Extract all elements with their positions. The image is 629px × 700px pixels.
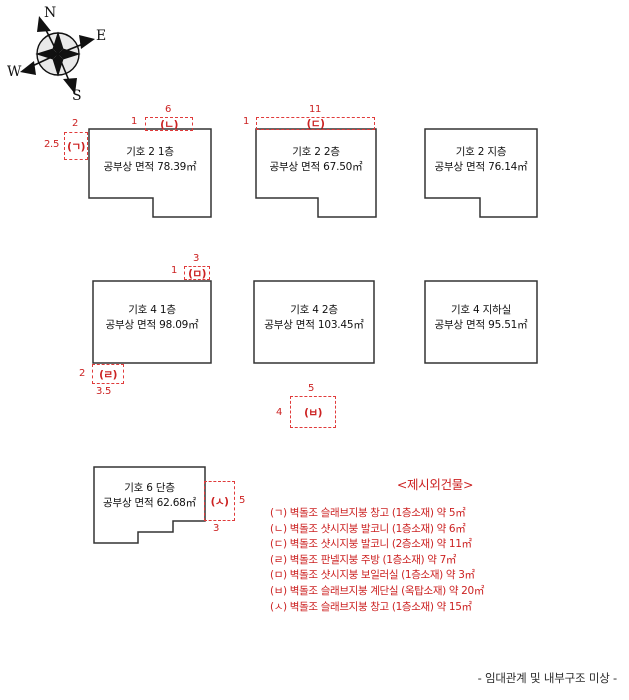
- annex-m-dim-left: 1: [171, 265, 178, 276]
- building-area: 공부상 면적 76.14㎡: [434, 161, 528, 173]
- annex-mark: (ㅅ): [210, 495, 229, 508]
- annex-d-dim-top: 11: [309, 104, 322, 115]
- compass-south-label: S: [72, 88, 82, 104]
- building-title: 기호 2 2층: [292, 146, 340, 158]
- annex-r-dim-left: 2: [79, 368, 86, 379]
- building-shape-4-1f: 기호 4 1층 공부상 면적 98.09㎡: [92, 280, 212, 364]
- legend-item: (ㅂ) 벽돌조 슬래브지붕 계단실 (옥탑소재) 약 20㎡: [270, 584, 484, 597]
- annex-box-n: (ㄴ): [145, 117, 193, 131]
- annex-box-d: (ㄷ): [256, 117, 375, 130]
- building-title: 기호 4 2층: [290, 304, 338, 316]
- annex-mark: (ㄴ): [160, 118, 178, 131]
- legend-panel: <제시외건물> (ㄱ) 벽돌조 슬래브지붕 창고 (1층소재) 약 5㎡ (ㄴ)…: [270, 474, 600, 615]
- annex-b-dim-top: 5: [308, 383, 315, 394]
- compass-west-label: W: [7, 64, 22, 80]
- legend-item: (ㅁ) 벽돌조 샷시지붕 보일러실 (1층소재) 약 3㎡: [270, 569, 475, 582]
- annex-box-b: (ㅂ): [290, 396, 336, 428]
- annex-g-dim-left: 2.5: [44, 139, 60, 150]
- annex-mark: (ㄱ): [67, 140, 85, 153]
- building-area: 공부상 면적 62.68㎡: [103, 497, 196, 509]
- annex-box-s: (ㅅ): [204, 481, 235, 521]
- building-shape-4-basement: 기호 4 지하실 공부상 면적 95.51㎡: [424, 280, 538, 364]
- legend-title: <제시외건물>: [396, 477, 474, 492]
- annex-s-dim-bottom: 3: [213, 523, 220, 534]
- building-title: 기호 6 단층: [124, 482, 175, 494]
- legend-item: (ㅅ) 벽돌조 슬래브지붕 창고 (1층소재) 약 15㎡: [270, 600, 472, 613]
- annex-box-g: (ㄱ): [64, 132, 88, 160]
- legend-item: (ㄱ) 벽돌조 슬래브지붕 창고 (1층소재) 약 5㎡: [270, 507, 466, 519]
- building-shape-2-2f: 기호 2 2층 공부상 면적 67.50㎡: [255, 128, 377, 218]
- annex-s-dim-right: 5: [239, 495, 246, 506]
- annex-n-dim-top: 6: [165, 104, 172, 115]
- annex-g-dim-top: 2: [72, 118, 79, 129]
- annex-box-m: (ㅁ): [184, 266, 210, 280]
- annex-mark: (ㄷ): [306, 118, 325, 130]
- building-title: 기호 4 1층: [128, 304, 176, 316]
- building-shape-2-basement: 기호 2 지층 공부상 면적 76.14㎡: [424, 128, 538, 218]
- annex-r-dim-bottom: 3.5: [96, 386, 112, 397]
- annex-d-dim-left: 1: [243, 116, 250, 127]
- building-area: 공부상 면적 95.51㎡: [434, 319, 528, 331]
- legend-item: (ㄴ) 벽돌조 샷시지붕 발코니 (1층소재) 약 6㎡: [270, 522, 466, 535]
- legend-list: (ㄱ) 벽돌조 슬래브지붕 창고 (1층소재) 약 5㎡ (ㄴ) 벽돌조 샷시지…: [270, 506, 600, 615]
- annex-n-dim-left: 1: [131, 116, 138, 127]
- legend-item: (ㄹ) 벽돌조 판넬지붕 주방 (1층소재) 약 7㎡: [270, 553, 457, 566]
- legend-item: (ㄷ) 벽돌조 샷시지붕 발코니 (2층소재) 약 11㎡: [270, 538, 472, 551]
- building-shape-6-single: 기호 6 단층 공부상 면적 62.68㎡: [93, 466, 206, 544]
- compass-east-label: E: [96, 28, 106, 44]
- compass-rose: N S E W: [6, 4, 116, 104]
- building-area: 공부상 면적 98.09㎡: [105, 319, 199, 331]
- building-shape-2-1f: 기호 2 1층 공부상 면적 78.39㎡: [88, 128, 212, 218]
- building-shape-4-2f: 기호 4 2층 공부상 면적 103.45㎡: [253, 280, 375, 364]
- annex-mark: (ㅁ): [188, 267, 206, 280]
- annex-mark: (ㄹ): [99, 368, 117, 381]
- building-title: 기호 4 지하실: [450, 304, 512, 316]
- annex-mark: (ㅂ): [304, 406, 322, 419]
- annex-box-r: (ㄹ): [92, 364, 124, 384]
- annex-m-dim-top: 3: [193, 253, 200, 264]
- building-area: 공부상 면적 78.39㎡: [103, 161, 197, 173]
- footer-note: - 임대관계 및 내부구조 미상 -: [477, 671, 618, 685]
- building-area: 공부상 면적 103.45㎡: [264, 319, 364, 331]
- building-area: 공부상 면적 67.50㎡: [269, 161, 363, 173]
- compass-north-label: N: [44, 5, 56, 21]
- building-title: 기호 2 1층: [126, 146, 174, 158]
- building-title: 기호 2 지층: [455, 146, 507, 158]
- annex-b-dim-left: 4: [276, 407, 283, 418]
